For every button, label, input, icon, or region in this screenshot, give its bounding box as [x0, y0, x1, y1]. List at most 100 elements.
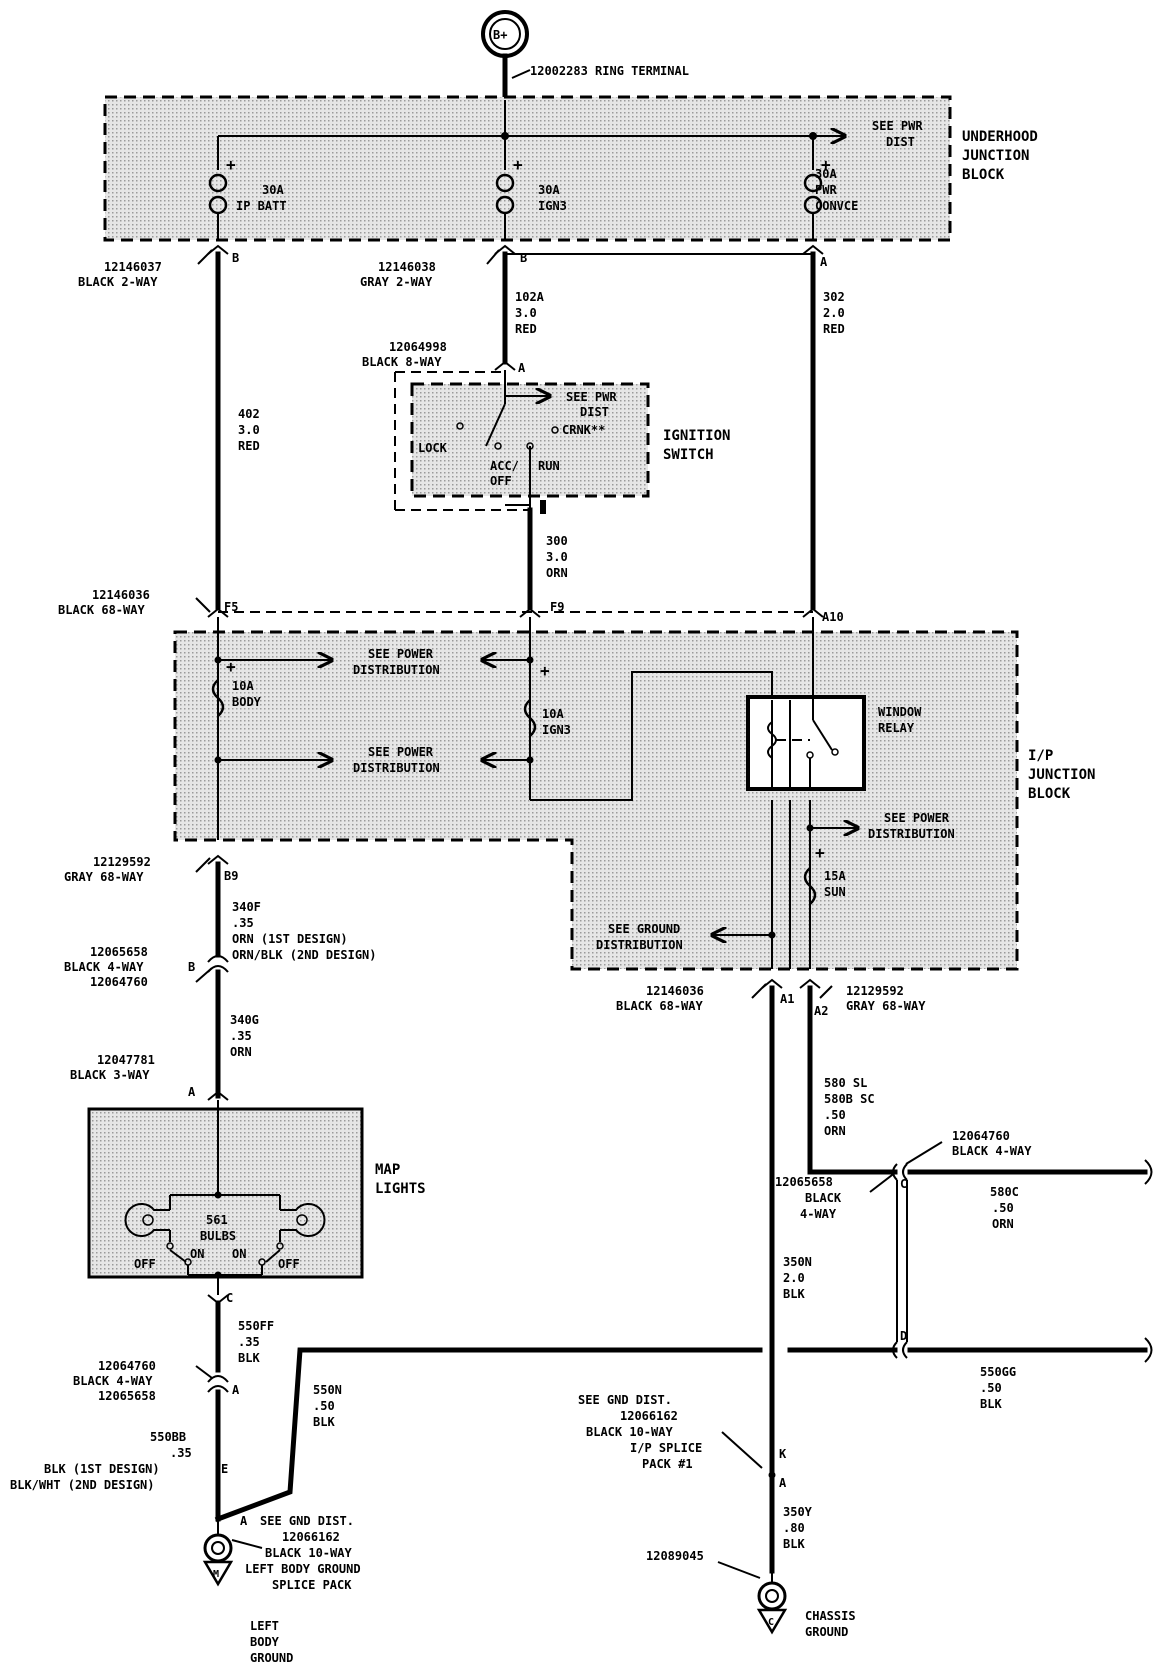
- wire-580-circuit1: 580 SL: [824, 1076, 867, 1090]
- wire-350y-circuit: 350Y: [783, 1505, 813, 1519]
- pin-e: E: [221, 1462, 228, 1476]
- ip-see-ground-2: DISTRIBUTION: [596, 938, 683, 952]
- wire-102a-circuit: 102A: [515, 290, 545, 304]
- pin-c-map: C: [226, 1291, 233, 1305]
- conn-c11-num: 12065658: [775, 1175, 833, 1189]
- wire-580c-circuit: 580C: [990, 1185, 1019, 1199]
- ign-title-1: IGNITION: [663, 428, 730, 444]
- conn-c11-way: 4-WAY: [800, 1207, 837, 1221]
- underhood-pwr-dist-1: SEE PWR: [872, 119, 923, 133]
- wire-550ff-gauge: .35: [238, 1335, 260, 1349]
- conn-c5-type: GRAY 68-WAY: [64, 870, 144, 884]
- conn-c5-num: 12129592: [93, 855, 151, 869]
- top-wires: [195, 244, 824, 618]
- map-bulbs-2: BULBS: [200, 1229, 236, 1243]
- conn-c9-num: 12129592: [846, 984, 904, 998]
- conn-c14-1: SEE GND DIST.: [260, 1514, 354, 1528]
- conn-c14-5: SPLICE PACK: [272, 1578, 352, 1592]
- ring-terminal-label: 12002283 RING TERMINAL: [530, 64, 689, 78]
- ip-junction-block: + + + 10A: [173, 617, 1095, 971]
- bulb-right-icon: [280, 1203, 326, 1237]
- conn-c6-num: 12065658: [90, 945, 148, 959]
- map-off-left: OFF: [134, 1257, 156, 1271]
- ign-pwr-dist-2: DIST: [580, 405, 609, 419]
- ip-see-power-3a: SEE POWER: [884, 811, 950, 825]
- conn-c14-4: LEFT BODY GROUND: [245, 1562, 361, 1576]
- wire-580-gauge: .50: [824, 1108, 846, 1122]
- wire-550ff-color: BLK: [238, 1351, 260, 1365]
- ip-see-power-3b: DISTRIBUTION: [868, 827, 955, 841]
- conn-c4-type: BLACK 68-WAY: [58, 603, 145, 617]
- ip-title-2: JUNCTION: [1028, 767, 1095, 783]
- pin-d-conn: D: [900, 1329, 907, 1343]
- fuse-body-amps: 10A: [232, 679, 254, 693]
- svg-text:+: +: [540, 661, 550, 680]
- ign-run: RUN: [538, 459, 560, 473]
- right-lower-circuit: C: [717, 978, 1153, 1635]
- wire-550gg-gauge: .50: [980, 1381, 1002, 1395]
- wire-580-circuit2: 580B SC: [824, 1092, 875, 1106]
- svg-text:+: +: [815, 843, 825, 862]
- ign-acc-1: ACC/: [490, 459, 519, 473]
- ign-lock: LOCK: [418, 441, 448, 455]
- svg-text:+: +: [226, 155, 236, 174]
- pin-a2-ip: A2: [814, 1004, 828, 1018]
- wire-300-gauge: 3.0: [546, 550, 568, 564]
- underhood-title-3: BLOCK: [962, 167, 1005, 183]
- pin-a-lower: A: [232, 1383, 240, 1397]
- conn-c12-num: 12064760: [98, 1359, 156, 1373]
- conn-c11-type: BLACK: [805, 1191, 842, 1205]
- fuse-body-name: BODY: [232, 695, 262, 709]
- wire-550gg-circuit: 550GG: [980, 1365, 1016, 1379]
- fuse-ign3: +: [495, 155, 523, 240]
- conn-c10-num: 12064760: [952, 1129, 1010, 1143]
- fuse-sun-amps: 15A: [824, 869, 846, 883]
- ip-title-3: BLOCK: [1028, 786, 1071, 802]
- pin-a10: A10: [822, 610, 844, 624]
- pin-f9: F9: [550, 600, 564, 614]
- fuse-ip-batt-name: IP BATT: [236, 199, 287, 213]
- wire-550ff-circuit: 550FF: [238, 1319, 274, 1333]
- wire-550bb-circuit: 550BB: [150, 1430, 186, 1444]
- wire-580c-gauge: .50: [992, 1201, 1014, 1215]
- wire-350n-color: BLK: [783, 1287, 805, 1301]
- conn-c8-num: 12146036: [646, 984, 704, 998]
- conn-c1-type: BLACK 2-WAY: [78, 275, 158, 289]
- wire-350n-circuit: 350N: [783, 1255, 812, 1269]
- conn-c13-2: 12066162: [620, 1409, 678, 1423]
- pin-b9: B9: [224, 869, 238, 883]
- underhood-title-2: JUNCTION: [962, 148, 1029, 164]
- wire-550bb-color1: BLK (1ST DESIGN): [44, 1462, 160, 1476]
- battery-label: B+: [493, 28, 507, 42]
- pin-b-conn: B: [188, 960, 195, 974]
- ip-title-1: I/P: [1028, 748, 1053, 764]
- conn-c13-4: I/P SPLICE: [630, 1441, 702, 1455]
- wire-402-gauge: 3.0: [238, 423, 260, 437]
- wire-550bb-color2: BLK/WHT (2ND DESIGN): [10, 1478, 155, 1492]
- pin-a-map: A: [188, 1085, 196, 1099]
- map-light-circuit: M 561 BULBS OFF ON ON OFF MAP LIGHTS: [87, 854, 898, 1587]
- wire-550n-gauge: .50: [313, 1399, 335, 1413]
- wire-302-circuit: 302: [823, 290, 845, 304]
- left-ground-2: BODY: [250, 1635, 280, 1649]
- conn-c6-type: BLACK 4-WAY: [64, 960, 144, 974]
- pin-a-splice: A: [240, 1514, 248, 1528]
- pin-a-k: A: [779, 1476, 787, 1490]
- bulb-left-icon: [124, 1203, 170, 1237]
- wire-340f-color2: ORN/BLK (2ND DESIGN): [232, 948, 377, 962]
- wire-300-color: ORN: [546, 566, 568, 580]
- left-ground-1: LEFT: [250, 1619, 279, 1633]
- conn-c13-5: PACK #1: [642, 1457, 693, 1471]
- conn-c9-type: GRAY 68-WAY: [846, 999, 926, 1013]
- wire-402-color: RED: [238, 439, 260, 453]
- conn-c15-num: 12089045: [646, 1549, 704, 1563]
- wire-302-gauge: 2.0: [823, 306, 845, 320]
- conn-c14-2: 12066162: [282, 1530, 340, 1544]
- ip-see-power-2a: SEE POWER: [368, 745, 434, 759]
- wire-580-color: ORN: [824, 1124, 846, 1138]
- pin-b1: B: [232, 251, 239, 265]
- svg-text:+: +: [513, 155, 523, 174]
- underhood-title-1: UNDERHOOD: [962, 129, 1038, 145]
- fuse-ign3-ip-amps: 10A: [542, 707, 564, 721]
